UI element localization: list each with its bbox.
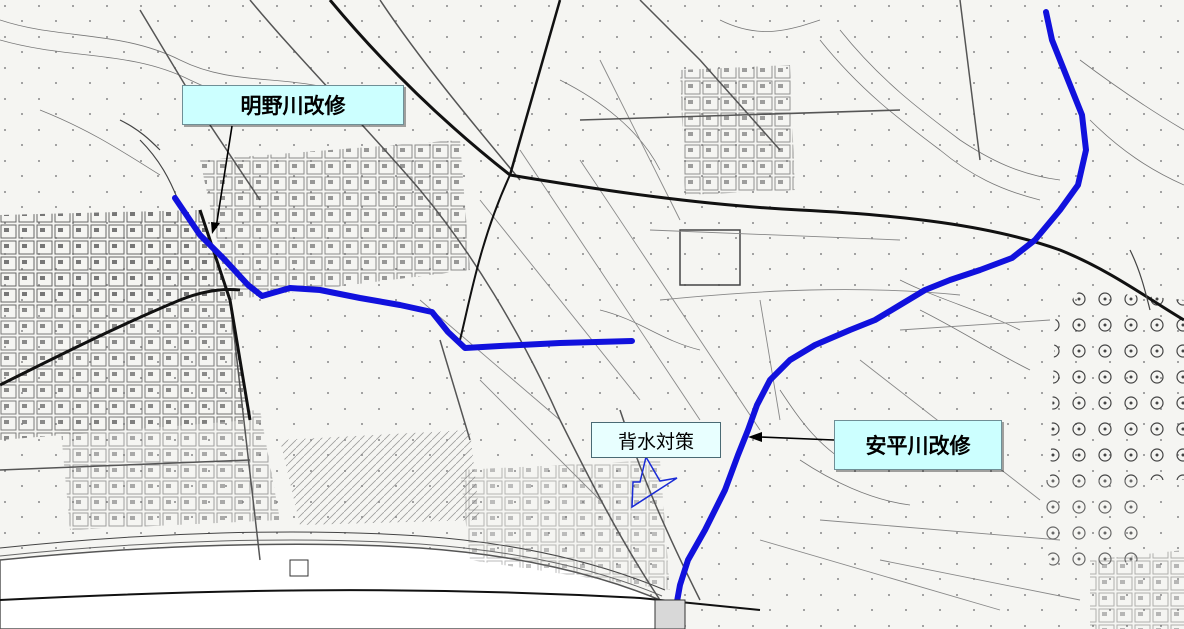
akeno-river-improvement [172,195,635,351]
backwater-zone-icon [631,455,678,509]
streams [119,119,1151,311]
tree-farm [1050,290,1184,480]
tree-farm-south [1040,480,1150,570]
akeno-river-label: 明野川改修 [182,85,404,125]
pier-structure [289,559,309,577]
yasuhira-river-label: 安平川改修 [834,420,1002,470]
railways [0,0,1184,611]
coastal-town [460,460,670,590]
farm-plots-southeast [1090,550,1184,629]
bridge-structure [654,599,686,629]
akeno-pointer-arrow [211,125,233,234]
yasuhira-river-improvement [673,9,1089,610]
facility-top [680,65,795,195]
industrial-zone [280,430,480,525]
backwater-label: 背水対策 [591,422,721,458]
urban-blocks-west [0,210,230,310]
urban-blocks-center [200,140,470,300]
industrial-blocks [60,410,280,530]
yasuhira-pointer-arrow [748,432,835,442]
urban-blocks-southwest [0,300,250,440]
sea-area [0,543,661,629]
facility-building [679,229,741,286]
